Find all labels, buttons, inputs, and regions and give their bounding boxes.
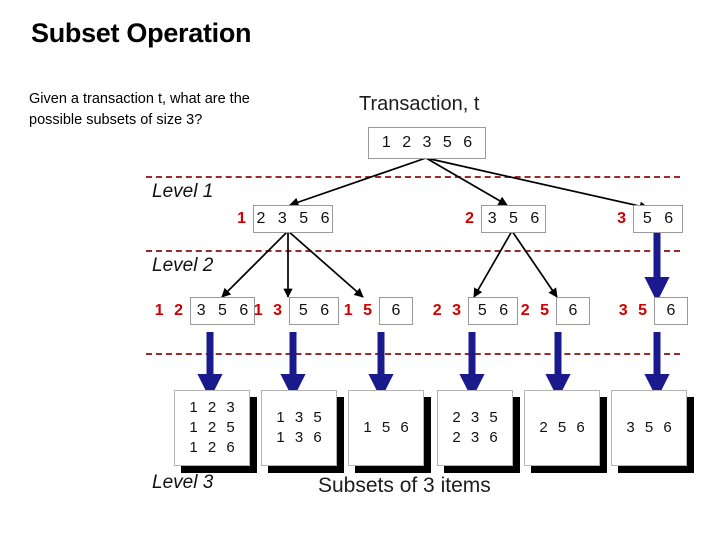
level2-node-4-rest: 5 6: [468, 297, 518, 325]
arrows-level1-b-to-level2: [473, 230, 558, 298]
divider-level-3: [146, 353, 680, 355]
level2-node-6: 3 5 6: [618, 297, 688, 325]
level2-node-3: 1 5 6: [343, 297, 413, 325]
level3-card-4-line-1: 2 3 5: [452, 409, 501, 426]
level2-node-2-prefix: 1 3: [253, 302, 285, 319]
arrows-level2-to-level3: [197, 332, 670, 400]
level1-node-3-rest: 5 6: [633, 205, 683, 233]
level3-card-5: 2 5 6: [524, 390, 600, 466]
level1-node-2-prefix: 2: [465, 210, 477, 227]
level2-node-4-prefix: 2 3: [432, 302, 464, 319]
level1-node-2: 2 3 5 6: [461, 205, 546, 233]
level2-node-3-rest: 6: [379, 297, 413, 325]
level-3-label: Level 3: [152, 472, 214, 493]
level2-node-4: 2 3 5 6: [432, 297, 518, 325]
level-2-label: Level 2: [152, 255, 214, 276]
level3-card-4-line-2: 2 3 6: [452, 429, 501, 446]
level2-node-6-prefix: 3 5: [618, 302, 650, 319]
level3-card-6: 3 5 6: [611, 390, 687, 466]
level3-card-2-line-1: 1 3 5: [276, 409, 325, 426]
level2-node-3-prefix: 1 5: [343, 302, 375, 319]
level3-card-6-line-1: 3 5 6: [626, 419, 675, 436]
arrows-level1-a-to-level2: [221, 230, 364, 298]
intro-text: Given a transaction t, what are the poss…: [29, 91, 250, 128]
level2-node-5-rest: 6: [556, 297, 590, 325]
transaction-caption: Transaction, t: [359, 93, 480, 115]
level1-node-3: 3 5 6: [613, 205, 683, 233]
level3-card-1-line-3: 1 2 6: [189, 439, 238, 456]
level3-card-1: 1 2 3 1 2 5 1 2 6: [174, 390, 250, 466]
divider-level-2: [146, 250, 680, 252]
level-1-label: Level 1: [152, 181, 214, 202]
level2-node-5: 2 5 6: [520, 297, 590, 325]
level2-node-2-rest: 5 6: [289, 297, 339, 325]
level3-card-2-line-2: 1 3 6: [276, 429, 325, 446]
level1-node-1: 1 2 3 5 6: [233, 205, 333, 233]
level3-card-1-line-2: 1 2 5: [189, 419, 238, 436]
level3-card-3: 1 5 6: [348, 390, 424, 466]
arrows-transaction-to-level1: [289, 157, 649, 211]
level3-card-3-line-1: 1 5 6: [363, 419, 412, 436]
level1-node-3-prefix: 3: [617, 210, 629, 227]
level2-node-5-prefix: 2 5: [520, 302, 552, 319]
level1-node-1-rest: 2 3 5 6: [253, 205, 333, 233]
level2-node-1-rest: 3 5 6: [190, 297, 255, 325]
level3-card-1-line-1: 1 2 3: [189, 399, 238, 416]
level2-node-6-rest: 6: [654, 297, 688, 325]
level1-node-1-prefix: 1: [237, 210, 249, 227]
level2-node-1-prefix: 1 2: [154, 302, 186, 319]
level3-card-4: 2 3 5 2 3 6: [437, 390, 513, 466]
level2-node-1: 1 2 3 5 6: [154, 297, 255, 325]
page-title: Subset Operation: [31, 18, 252, 48]
bottom-caption: Subsets of 3 items: [318, 474, 491, 497]
level2-node-2: 1 3 5 6: [253, 297, 339, 325]
transaction-box: 1 2 3 5 6: [368, 127, 486, 159]
level3-card-5-line-1: 2 5 6: [539, 419, 588, 436]
level3-card-2: 1 3 5 1 3 6: [261, 390, 337, 466]
level1-node-2-rest: 3 5 6: [481, 205, 546, 233]
divider-level-1: [146, 176, 680, 178]
